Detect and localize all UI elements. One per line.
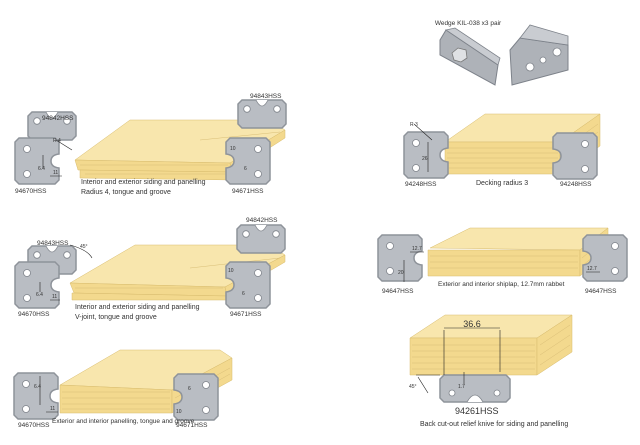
knife-label: 94647HSS [585, 288, 617, 295]
knife-label: 94671HSS [230, 311, 262, 318]
knife-94670HSS [14, 261, 60, 309]
dim-left-height: 20 [398, 270, 404, 276]
knife-label: 94842HSS [246, 217, 278, 224]
knife-label: 94843HSS [37, 240, 69, 247]
knife-label: 94261HSS [455, 406, 499, 416]
knife-label: 94671HSS [232, 188, 264, 195]
knife-label: 94670HSS [15, 188, 47, 195]
caption: Exterior and interior shiplap, 12.7mm ra… [438, 281, 565, 288]
dim-depth: 6.4 [38, 166, 45, 172]
knife-94248HSS [403, 131, 449, 179]
dim-depth: 6.4 [34, 384, 41, 390]
knife-label: 94647HSS [382, 288, 414, 295]
dim-radius: R 3 [410, 122, 418, 128]
knife-label: 94843HSS [250, 93, 282, 100]
wedge-right [509, 37, 569, 86]
section-vjoint: 94843HSS 94670HSS 94842HSS 94671HSS 45° … [14, 217, 286, 321]
knife-94843HSS [237, 99, 287, 129]
section-backcut: 36.6 45° 1.7 94261HSS Back cut-out relie… [409, 314, 573, 428]
caption-line1: Interior and exterior siding and panelli… [81, 179, 206, 186]
dim-width: 11 [50, 406, 55, 412]
knife-label: 94842HSS [42, 115, 74, 122]
dim-angle: 45° [409, 384, 417, 390]
dim-right-depth: 6 [188, 386, 191, 392]
caption: Back cut-out relief knive for siding and… [420, 421, 568, 428]
knife-label: 94248HSS [405, 181, 437, 188]
board-backcut [409, 314, 573, 376]
dim-right-depth: 6 [242, 291, 245, 297]
wedge-left [439, 29, 499, 86]
wedge-caption: Wedge KIL-038 x3 pair [435, 20, 502, 27]
section-radius4: 94842HSS 94670HSS 94843HSS 94671HSS R 4 … [14, 93, 287, 196]
caption-line2: V-joint, tongue and groove [75, 314, 157, 321]
dim-right-depth: 6 [244, 166, 247, 172]
dim-depth: 1.7 [458, 384, 465, 390]
board-shiplap [427, 227, 609, 277]
dim-height: 26 [422, 156, 428, 162]
caption: Decking radius 3 [476, 180, 528, 187]
dim-width: 36.6 [463, 319, 481, 329]
section-shiplap: 12.7 20 12.7 94647HSS 94647HSS Exterior … [377, 227, 628, 295]
bolt-icon [451, 47, 468, 63]
caption: Exterior and interior panelling, tongue … [52, 418, 195, 425]
dim-width: 11 [52, 294, 57, 300]
knife-label: 94248HSS [560, 181, 592, 188]
dim-right-width: 12.7 [587, 266, 597, 272]
dim-radius: R 4 [53, 138, 61, 144]
dim-width: 11 [53, 170, 58, 176]
knife-94261HSS [439, 374, 511, 403]
caption-line2: Radius 4, tongue and groove [81, 189, 171, 196]
knife-label: 94671HSS [176, 422, 208, 429]
dim-right-width: 10 [230, 146, 236, 152]
caption-line1: Interior and exterior siding and panelli… [75, 304, 200, 311]
knife-94842HSS [236, 224, 286, 254]
knife-label: 94670HSS [18, 311, 50, 318]
dim-left-width: 12.7 [412, 246, 422, 252]
dim-right-width: 10 [176, 409, 182, 415]
dim-depth: 6.4 [36, 292, 43, 298]
dim-angle: 45° [80, 244, 88, 250]
knife-label: 94670HSS [18, 422, 50, 429]
dim-right-width: 10 [228, 268, 234, 274]
knife-94670HSS [14, 137, 60, 185]
section-panelling: 94670HSS 94671HSS 6.4 11 10 6 Exterior a… [13, 349, 233, 429]
section-decking: R 3 26 94248HSS 94248HSS Decking radius … [403, 113, 601, 188]
section-wedge: Wedge KIL-038 x3 pair [435, 20, 569, 86]
